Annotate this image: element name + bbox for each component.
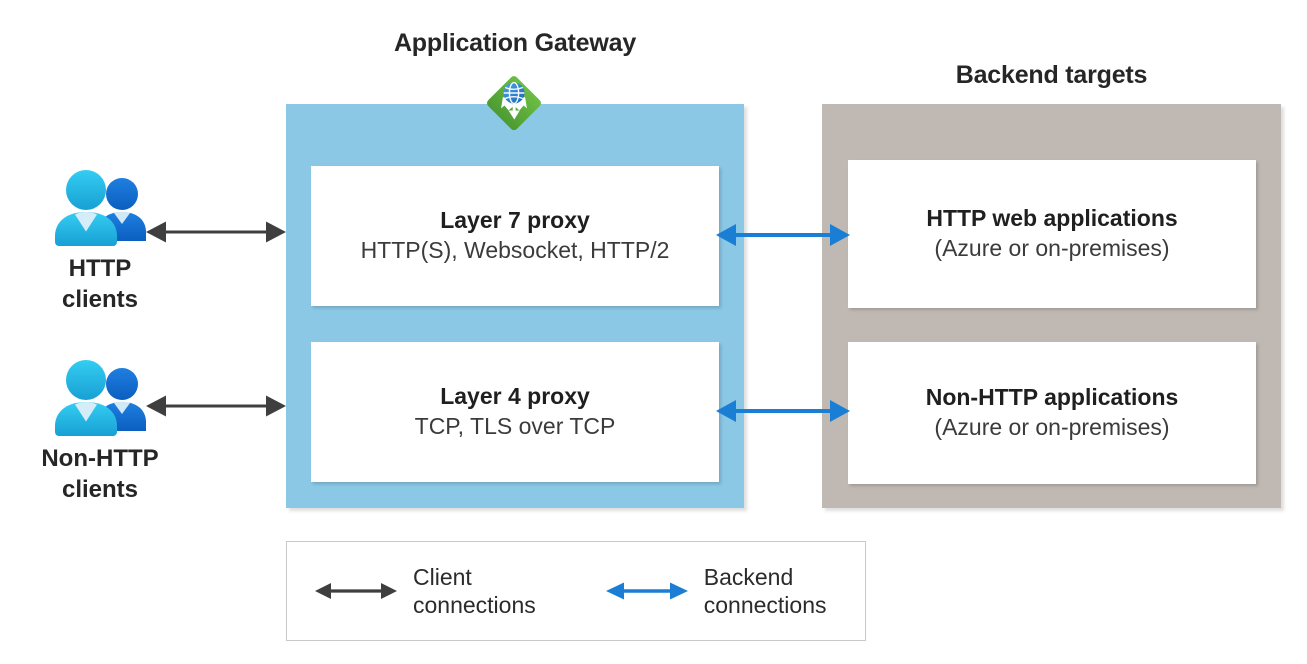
legend-backend-connections-line2: connections (703, 592, 827, 618)
gateway-section-title: Application Gateway (393, 29, 637, 57)
non-http-applications-card: Non-HTTP applications (Azure or on-premi… (848, 342, 1256, 484)
backend-section-title: Backend targets (955, 61, 1148, 89)
non-http-clients-group: Non-HTTP clients (5, 358, 195, 505)
legend-item-client-connections: Client connections (315, 563, 536, 619)
legend-client-connections-line1: Client (413, 563, 472, 590)
layer-4-proxy-subtitle: TCP, TLS over TCP (414, 413, 616, 440)
legend-item-backend-connections: Backend connections (605, 563, 827, 619)
client-connection-arrow-http (146, 216, 286, 248)
layer-4-proxy-title: Layer 4 proxy (440, 382, 590, 409)
non-http-applications-title: Non-HTTP applications (925, 383, 1179, 410)
backend-connection-arrow-http (716, 220, 850, 250)
http-web-applications-title: HTTP web applications (926, 204, 1178, 231)
double-arrow-black-icon (315, 583, 397, 599)
http-clients-label: HTTP clients (5, 254, 195, 315)
layer-7-proxy-card: Layer 7 proxy HTTP(S), Websocket, HTTP/2 (311, 166, 719, 306)
double-arrow-blue-icon (605, 582, 688, 600)
legend-client-connections-line2: connections (413, 592, 536, 618)
http-clients-label-line1: HTTP (68, 255, 132, 282)
http-clients-label-line2: clients (61, 285, 139, 313)
non-http-applications-subtitle: (Azure or on-premises) (934, 414, 1170, 441)
users-icon (55, 170, 146, 246)
layer-7-proxy-title: Layer 7 proxy (440, 206, 590, 233)
application-gateway-icon (483, 72, 545, 134)
non-http-clients-label: Non-HTTP clients (5, 444, 195, 505)
http-clients-group: HTTP clients (5, 168, 195, 315)
layer-7-proxy-subtitle: HTTP(S), Websocket, HTTP/2 (360, 237, 670, 264)
legend-client-connections-label: Client connections (413, 563, 536, 619)
legend-backend-connections-line1: Backend (703, 563, 794, 590)
non-http-clients-label-line1: Non-HTTP (41, 445, 159, 472)
legend-box: Client connections Backend connections (286, 541, 866, 641)
http-web-applications-subtitle: (Azure or on-premises) (934, 235, 1170, 262)
non-http-clients-label-line2: clients (61, 475, 139, 503)
http-web-applications-card: HTTP web applications (Azure or on-premi… (848, 160, 1256, 308)
client-connection-arrow-non-http (146, 390, 286, 422)
legend-backend-connections-label: Backend connections (704, 563, 827, 619)
layer-4-proxy-card: Layer 4 proxy TCP, TLS over TCP (311, 342, 719, 482)
backend-connection-arrow-non-http (716, 396, 850, 426)
users-icon (55, 360, 146, 436)
